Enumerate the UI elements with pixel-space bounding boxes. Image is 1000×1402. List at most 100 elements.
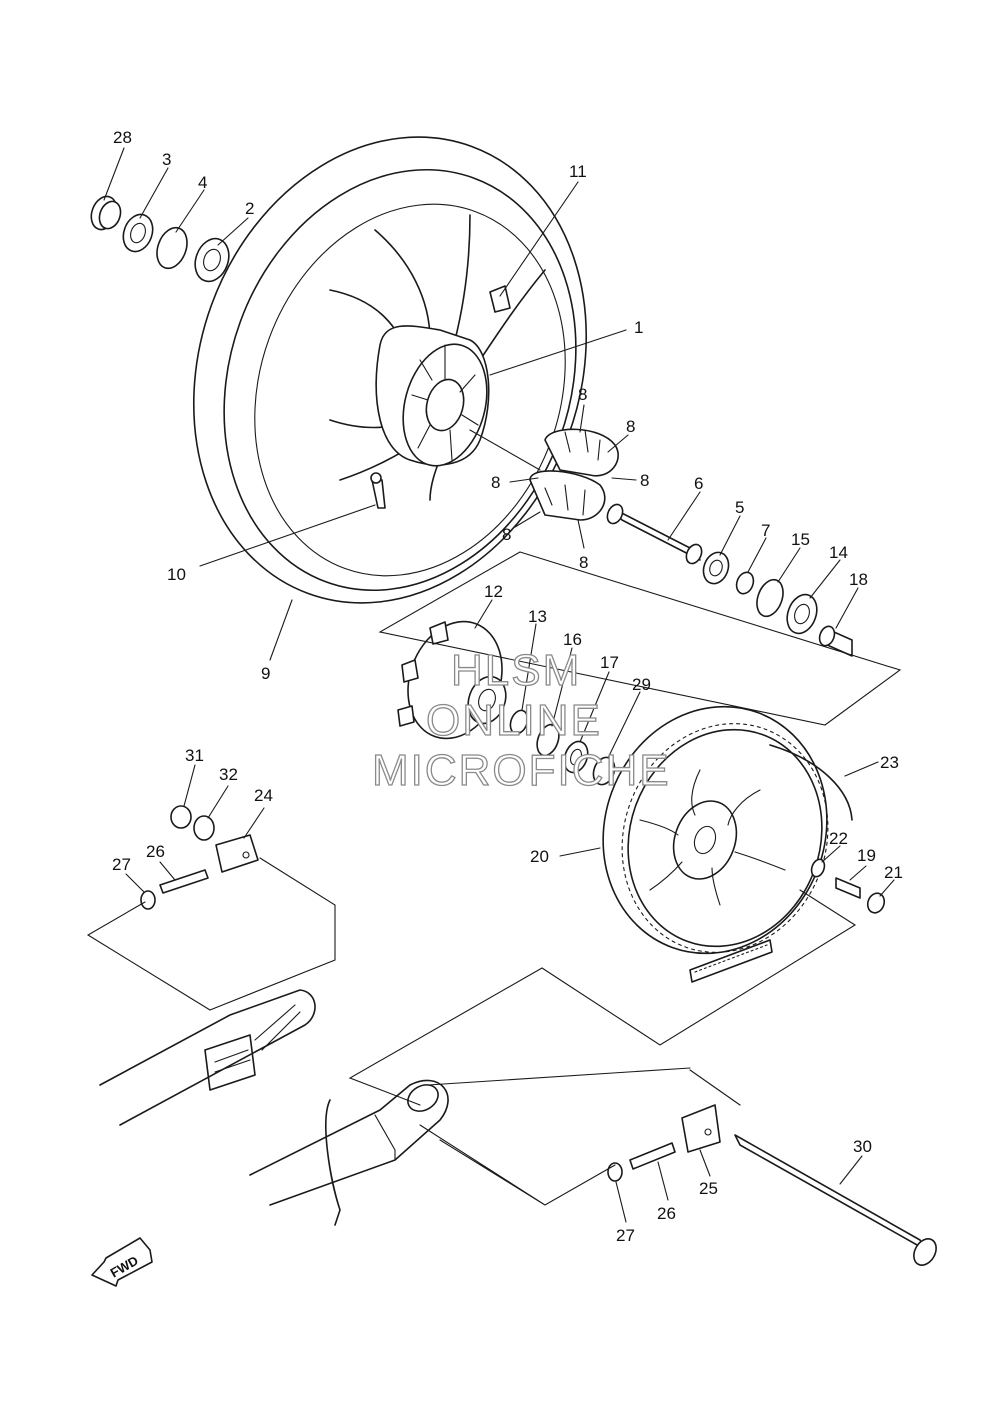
callout-6: 6 (694, 474, 703, 493)
leader-6 (667, 491, 701, 541)
brake-stay (325, 1099, 341, 1226)
adjuster-plate-24 (215, 834, 259, 873)
driven-flange-assembly (397, 620, 616, 786)
leader-19 (849, 865, 867, 881)
oil-seal-3 (122, 213, 154, 253)
flange-lug (429, 621, 449, 645)
guide-box-right-adjuster (419, 1069, 741, 1206)
callout-26b: 26 (657, 1204, 676, 1223)
flange-boss (467, 675, 507, 725)
spacer-7 (735, 571, 755, 595)
callout-7: 7 (761, 521, 770, 540)
leader-1 (489, 329, 627, 376)
callout-25: 25 (699, 1179, 718, 1198)
flange-lug (401, 659, 419, 683)
oil-seal-29 (592, 756, 616, 786)
flange-bore (478, 688, 496, 712)
guide-box-pulley (348, 889, 857, 1106)
swingarm-left-slot-lines (214, 1049, 251, 1073)
leader-26a (159, 861, 176, 881)
callout-27b: 27 (616, 1226, 635, 1245)
bearing-2-race (203, 248, 221, 272)
callout-numbers: 28 3 4 2 11 1 8 8 8 8 8 8 6 5 7 15 14 18… (112, 128, 903, 1245)
leader-14 (809, 559, 841, 599)
watermark: HLSM ONLINE MICROFICHE (371, 645, 669, 795)
right-spacer-stack (606, 503, 853, 657)
leader-lines (103, 147, 895, 1223)
adjuster-plate-hole (704, 1128, 712, 1136)
bearing-14-race (794, 603, 810, 625)
leader-29 (607, 691, 641, 759)
swingarm-right (249, 1079, 449, 1226)
leader-10 (199, 504, 376, 567)
callout-30: 30 (853, 1137, 872, 1156)
bearing-17-race (570, 748, 582, 766)
callout-31: 31 (185, 746, 204, 765)
callout-19: 19 (857, 846, 876, 865)
leader-21 (879, 879, 895, 897)
leader-7 (747, 537, 767, 573)
callout-17: 17 (600, 653, 619, 672)
leader-2 (217, 217, 249, 246)
leader-12 (474, 599, 493, 629)
leader-20 (559, 847, 601, 857)
leader-3 (139, 167, 169, 219)
belt-guard-23 (769, 744, 853, 821)
axle-30 (734, 1134, 927, 1251)
left-adjuster-parts (140, 805, 259, 910)
wheel-spoke (374, 229, 431, 341)
callout-20: 20 (530, 847, 549, 866)
leader-26b (657, 1161, 669, 1201)
oil-seal-5 (702, 551, 730, 585)
leader-9 (269, 599, 293, 661)
leader-8e (514, 511, 541, 528)
leader-25 (699, 1149, 711, 1177)
leader-5 (719, 515, 741, 556)
flange-lug (397, 705, 415, 727)
callout-16: 16 (563, 630, 582, 649)
leader-15 (777, 547, 801, 583)
spacer-6-end (606, 503, 624, 525)
wheel-spoke (454, 214, 471, 341)
leader-22 (821, 845, 841, 863)
axle-30-head (913, 1238, 937, 1266)
adjust-bolt-26 (159, 869, 209, 894)
callout-8d: 8 (491, 473, 500, 492)
swingarm-left-edge (254, 1004, 301, 1051)
callout-12: 12 (484, 582, 503, 601)
callout-14: 14 (829, 543, 848, 562)
callout-22: 22 (829, 829, 848, 848)
hub-ribs (411, 344, 479, 461)
collar-28-face (98, 200, 122, 230)
bearing-17 (563, 740, 589, 774)
forward-arrow-shape (91, 1237, 153, 1287)
bearing-14 (786, 593, 818, 635)
leader-23 (844, 761, 879, 777)
callout-8e: 8 (502, 525, 511, 544)
spacer-6-end (685, 543, 703, 565)
guide-line-axle (427, 1067, 691, 1086)
leader-27a (125, 873, 145, 893)
oil-seal-5-bore (709, 559, 723, 577)
callout-23: 23 (880, 753, 899, 772)
leader-8b (607, 434, 629, 453)
bearing-2 (194, 237, 230, 283)
leader-27b (615, 1181, 627, 1223)
leader-17 (579, 671, 610, 743)
swingarm-left (99, 989, 316, 1126)
callout-13: 13 (528, 607, 547, 626)
leader-4 (175, 189, 205, 233)
damper-segments (544, 429, 601, 516)
watermark-line2: ONLINE (426, 696, 602, 745)
guide-box-flange (378, 551, 902, 726)
callout-4: 4 (198, 173, 207, 192)
callout-2: 2 (245, 199, 254, 218)
leader-11 (499, 181, 579, 297)
forward-arrow-icon: FWD (91, 1237, 153, 1287)
washer-32 (193, 815, 215, 841)
callout-15: 15 (791, 530, 810, 549)
callout-29: 29 (632, 675, 651, 694)
leader-8d (509, 477, 539, 483)
callout-8f: 8 (579, 553, 588, 572)
